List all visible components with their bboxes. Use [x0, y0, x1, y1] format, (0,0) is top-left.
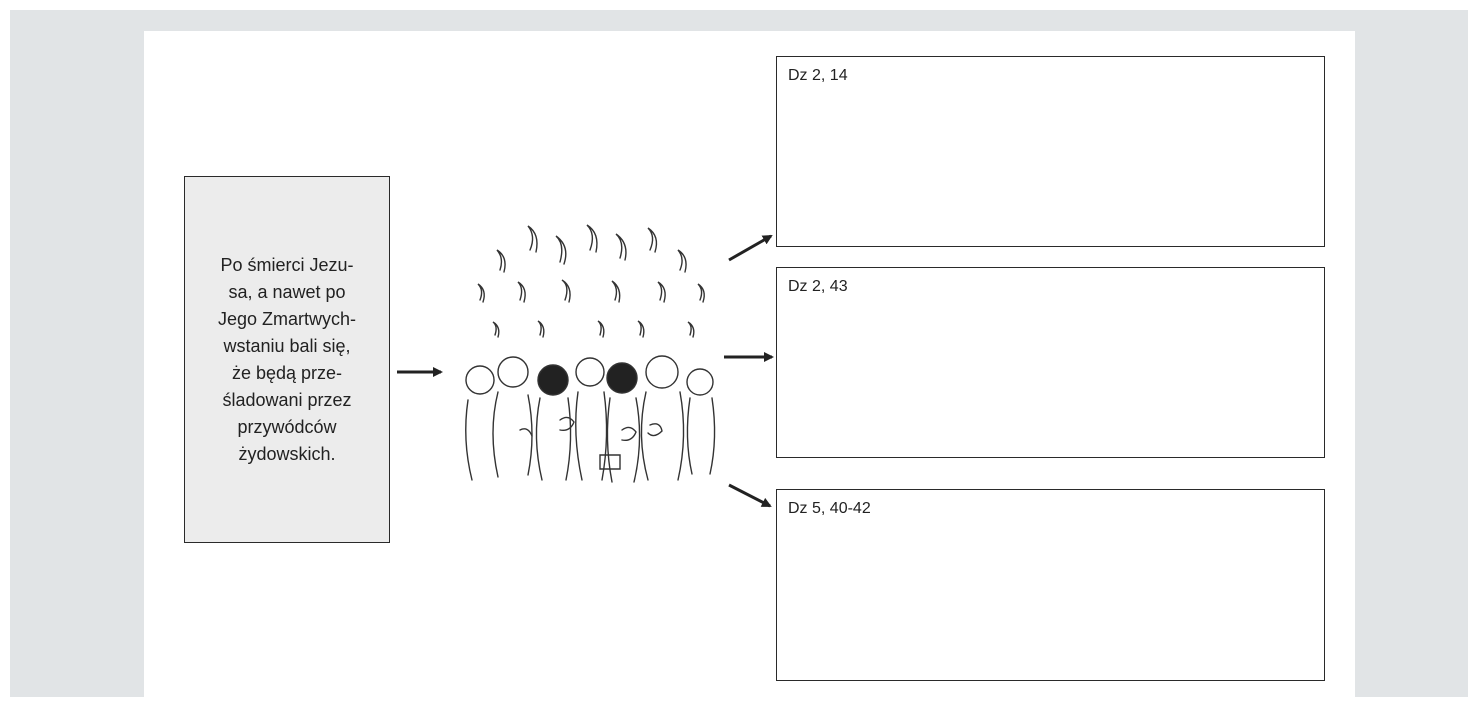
source-statement-box: Po śmierci Jezu- sa, a nawet po Jego Zma…	[184, 176, 390, 543]
answer-box-reference: Dz 2, 14	[788, 67, 848, 84]
answer-box-3[interactable]: Dz 5, 40-42	[776, 489, 1325, 681]
answer-box-1[interactable]: Dz 2, 14	[776, 56, 1325, 247]
arrow-to-box-3	[728, 483, 772, 508]
pentecost-illustration	[465, 224, 716, 483]
answer-box-2[interactable]: Dz 2, 43	[776, 267, 1325, 458]
source-statement-text: Po śmierci Jezu- sa, a nawet po Jego Zma…	[217, 254, 357, 464]
answer-box-reference: Dz 2, 43	[788, 278, 848, 295]
arrow-to-box-1	[728, 234, 773, 262]
answer-box-reference: Dz 5, 40-42	[788, 500, 871, 517]
